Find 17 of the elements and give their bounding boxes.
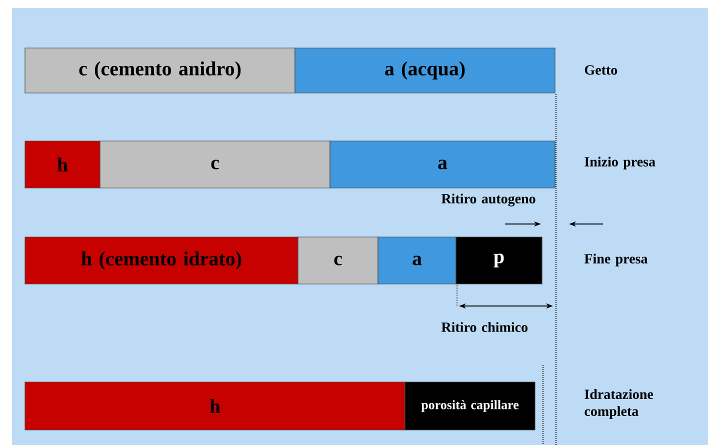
bar-segment: a (acqua) bbox=[294, 48, 556, 94]
bar-segment: h bbox=[24, 140, 100, 188]
bar-segment: a bbox=[378, 236, 456, 284]
bar-segment: p bbox=[456, 236, 542, 284]
bar-segment: c (cemento anidro) bbox=[24, 48, 296, 94]
row-label: Fine presa bbox=[584, 254, 648, 266]
row-label: Getto bbox=[584, 65, 618, 75]
row-label: Idratazione completa bbox=[584, 389, 654, 419]
row-label: Ritiro autogeno bbox=[441, 194, 536, 206]
bar-segment: a bbox=[330, 140, 556, 188]
bar-segment: h (cemento idrato) bbox=[24, 236, 298, 284]
bar-segment: h bbox=[24, 382, 406, 430]
bar-segment: c bbox=[298, 236, 378, 284]
bar-segment: porosità capillare bbox=[404, 382, 536, 430]
bar-segment: c bbox=[100, 140, 330, 188]
row-label: Inizio presa bbox=[584, 156, 656, 170]
row-label: Ritiro chimico bbox=[441, 322, 528, 332]
